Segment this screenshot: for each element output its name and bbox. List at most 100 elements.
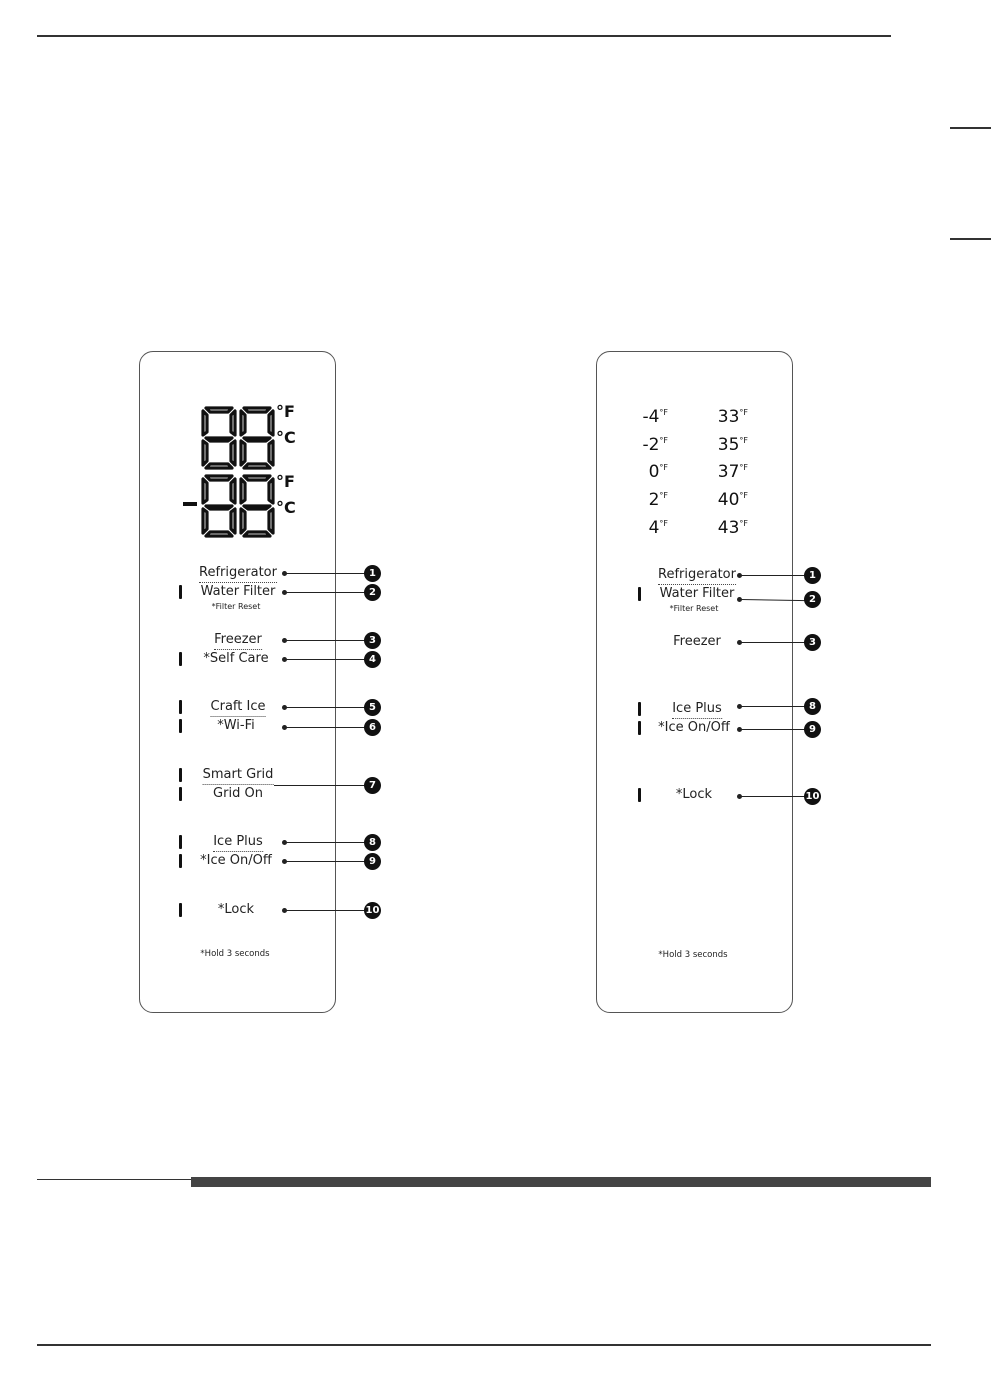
unit-f-bottom: °F <box>276 472 295 491</box>
leader-line-10 <box>286 910 366 911</box>
btn-freezer-right[interactable]: Freezer <box>673 634 721 649</box>
fridge-temp-3: 37°F <box>717 462 748 482</box>
unit-c-top: °C <box>276 428 296 447</box>
fridge-temp-1: 33°F <box>717 407 748 427</box>
btn-ice-on-off-right[interactable]: *Ice On/Off <box>658 720 730 735</box>
control-panel-left <box>139 351 336 1013</box>
btn-refrigerator-right[interactable]: Refrigerator <box>658 567 736 585</box>
freezer-temp-4: 2°F <box>648 490 668 510</box>
seven-segment-display <box>183 406 275 538</box>
leader-line-8 <box>286 842 366 843</box>
callout-3: 3 <box>364 632 381 649</box>
top-rule <box>37 35 891 37</box>
segment-digit-bottom-2 <box>239 474 275 538</box>
leader-dot-r9 <box>737 727 742 732</box>
filter-reset-note: *Filter Reset <box>211 602 261 611</box>
section-rule-thick <box>191 1177 931 1187</box>
btn-water-filter[interactable]: Water Filter <box>200 584 276 599</box>
callout-10: 10 <box>364 902 381 919</box>
callout-4: 4 <box>364 651 381 668</box>
leader-dot-1 <box>282 571 287 576</box>
indicator-ice-on-off <box>179 854 182 868</box>
indicator-ice-on-off-right <box>638 721 641 735</box>
indicator-craft-ice <box>179 700 182 714</box>
callout-r1: 1 <box>804 567 821 584</box>
freezer-temp-3: 0°F <box>648 462 668 482</box>
segment-digit-bottom-1 <box>201 474 237 538</box>
leader-line-2 <box>286 592 366 593</box>
bottom-rule <box>37 1344 931 1346</box>
leader-dot-6 <box>282 725 287 730</box>
indicator-ice-plus <box>179 835 182 849</box>
leader-dot-r10 <box>737 794 742 799</box>
leader-dot-9 <box>282 859 287 864</box>
hold-note-left: *Hold 3 seconds <box>200 949 270 959</box>
btn-lock-right[interactable]: *Lock <box>675 787 713 802</box>
freezer-temp-1: -4°F <box>642 407 668 427</box>
leader-dot-r2 <box>737 597 742 602</box>
leader-line-7 <box>274 785 366 786</box>
indicator-smart-grid <box>179 768 182 782</box>
filter-reset-note-right: *Filter Reset <box>669 604 719 613</box>
indicator-self-care <box>179 652 182 666</box>
indicator-wifi <box>179 719 182 733</box>
fridge-temp-4: 40°F <box>717 490 748 510</box>
leader-dot-3 <box>282 638 287 643</box>
callout-1: 1 <box>364 565 381 582</box>
leader-line-r1 <box>741 575 806 576</box>
btn-freezer[interactable]: Freezer <box>214 632 262 650</box>
callout-r2: 2 <box>804 591 821 608</box>
btn-lock[interactable]: *Lock <box>217 902 255 917</box>
btn-ice-plus[interactable]: Ice Plus <box>213 834 263 852</box>
unit-c-bottom: °C <box>276 498 296 517</box>
callout-5: 5 <box>364 699 381 716</box>
leader-dot-r3 <box>737 640 742 645</box>
btn-wifi[interactable]: *Wi-Fi <box>217 718 255 733</box>
btn-craft-ice[interactable]: Craft Ice <box>210 699 266 717</box>
leader-line-r3 <box>741 642 806 643</box>
leader-line-r10 <box>741 796 806 797</box>
segment-digit-top-1 <box>201 406 237 470</box>
btn-refrigerator[interactable]: Refrigerator <box>199 565 277 583</box>
segment-digit-top-2 <box>239 406 275 470</box>
btn-grid-on[interactable]: Grid On <box>213 786 263 801</box>
leader-line-1 <box>286 573 366 574</box>
leader-line-r8 <box>741 706 806 707</box>
btn-self-care[interactable]: *Self Care <box>203 651 269 666</box>
btn-water-filter-right[interactable]: Water Filter <box>659 586 735 601</box>
leader-dot-8 <box>282 840 287 845</box>
side-tab-rule-2 <box>950 238 991 240</box>
btn-ice-plus-right[interactable]: Ice Plus <box>672 701 722 719</box>
callout-r10: 10 <box>804 788 821 805</box>
callout-r8: 8 <box>804 698 821 715</box>
indicator-lock-right <box>638 788 641 802</box>
callout-6: 6 <box>364 719 381 736</box>
leader-dot-r1 <box>737 573 742 578</box>
section-rule-thin <box>37 1179 191 1180</box>
leader-dot-5 <box>282 705 287 710</box>
leader-line-6 <box>286 727 366 728</box>
control-panel-right <box>596 351 793 1013</box>
indicator-grid-on <box>179 787 182 801</box>
leader-line-r9 <box>741 729 806 730</box>
callout-9: 9 <box>364 853 381 870</box>
leader-dot-r8 <box>737 704 742 709</box>
leader-line-9 <box>286 861 366 862</box>
freezer-temp-2: -2°F <box>642 435 668 455</box>
indicator-water-filter <box>179 585 182 599</box>
side-tab-rule-1 <box>950 127 991 129</box>
leader-dot-4 <box>282 657 287 662</box>
callout-r3: 3 <box>804 634 821 651</box>
btn-smart-grid[interactable]: Smart Grid <box>202 767 274 785</box>
leader-line-4 <box>286 659 366 660</box>
fridge-temp-5: 43°F <box>717 518 748 538</box>
leader-line-5 <box>286 707 366 708</box>
indicator-ice-plus-right <box>638 702 641 716</box>
freezer-temp-5: 4°F <box>648 518 668 538</box>
fridge-temp-2: 35°F <box>717 435 748 455</box>
callout-7: 7 <box>364 777 381 794</box>
leader-dot-2 <box>282 590 287 595</box>
callout-r9: 9 <box>804 721 821 738</box>
btn-ice-on-off[interactable]: *Ice On/Off <box>200 853 272 868</box>
leader-dot-10 <box>282 908 287 913</box>
